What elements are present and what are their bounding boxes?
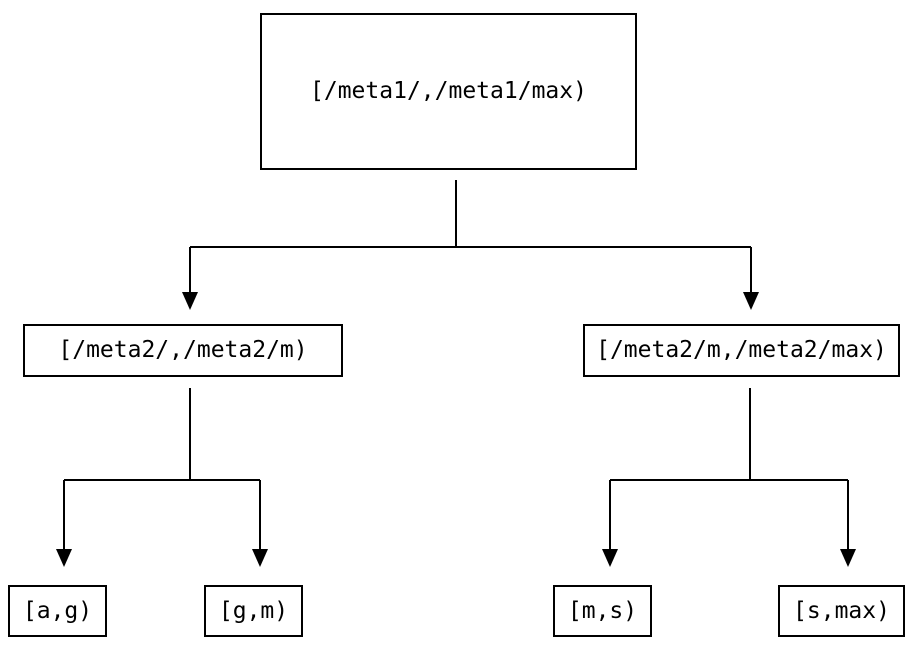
edge-meta2-low-to-children bbox=[63, 388, 261, 549]
node-meta2-high-label: [/meta2/m,/meta2/max) bbox=[596, 337, 887, 363]
arrowhead-to-leaf-ag bbox=[56, 549, 72, 567]
edge-root-to-children bbox=[189, 180, 752, 292]
arrowhead-to-meta2-high bbox=[743, 292, 759, 310]
tree-node-meta2-high: [/meta2/m,/meta2/max) bbox=[583, 324, 900, 377]
edge-meta2-high-to-children bbox=[609, 388, 849, 549]
node-root-label: [/meta1/,/meta1/max) bbox=[310, 78, 587, 104]
arrowhead-to-leaf-gm bbox=[252, 549, 268, 567]
node-leaf-ag-label: [a,g) bbox=[22, 597, 93, 624]
node-meta2-low-label: [/meta2/,/meta2/m) bbox=[58, 337, 308, 363]
node-leaf-gm-label: [g,m) bbox=[218, 597, 289, 624]
node-leaf-smax-label: [s,max) bbox=[793, 597, 890, 624]
tree-node-leaf-ag: [a,g) bbox=[8, 585, 107, 637]
tree-node-leaf-gm: [g,m) bbox=[204, 585, 303, 637]
tree-node-leaf-smax: [s,max) bbox=[778, 585, 905, 637]
tree-node-leaf-ms: [m,s) bbox=[553, 585, 652, 637]
arrowhead-to-meta2-low bbox=[182, 292, 198, 310]
tree-node-root: [/meta1/,/meta1/max) bbox=[260, 13, 637, 170]
tree-node-meta2-low: [/meta2/,/meta2/m) bbox=[23, 324, 343, 377]
arrowhead-to-leaf-smax bbox=[840, 549, 856, 567]
node-leaf-ms-label: [m,s) bbox=[567, 597, 638, 624]
arrowhead-to-leaf-ms bbox=[602, 549, 618, 567]
